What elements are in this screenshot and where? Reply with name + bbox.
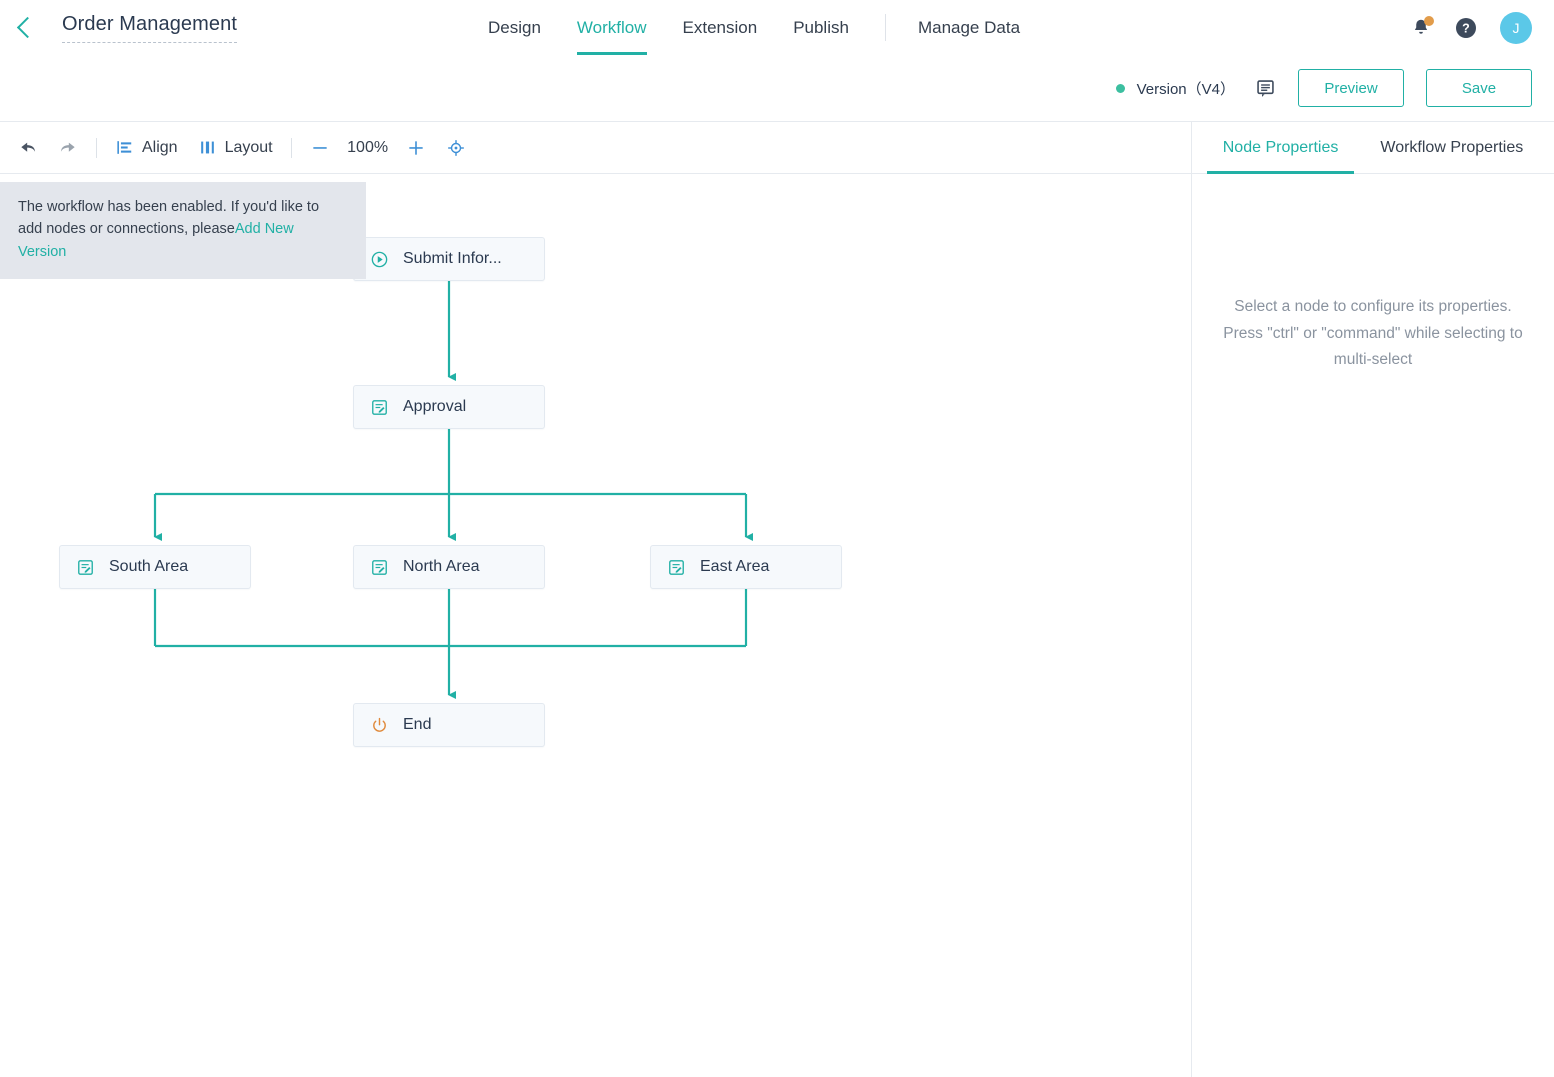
node-label: Approval [403,398,467,415]
crosshair-icon [447,139,464,156]
approval-doc-icon [370,398,389,417]
zoom-level: 100% [347,138,389,156]
align-button[interactable]: Align [105,122,188,174]
layout-button[interactable]: Layout [188,122,283,174]
workflow-enabled-banner: The workflow has been enabled. If you'd … [0,182,366,280]
properties-panel: Node Properties Workflow Properties Sele… [1191,122,1554,1077]
workflow-node-south-area[interactable]: South Area [59,545,251,589]
empty-line-2: Press "ctrl" or "command" while selectin… [1223,324,1523,342]
workflow-node-end[interactable]: End [353,703,545,747]
workflow-node-north-area[interactable]: North Area [353,545,545,589]
add-new-version-link[interactable]: Add New Version [18,221,294,260]
tab-extension[interactable]: Extension [682,17,758,37]
layout-label: Layout [224,138,273,156]
properties-tabs: Node Properties Workflow Properties [1192,122,1554,174]
version-label: Version（V4） [1136,80,1235,98]
play-circle-icon [370,250,389,269]
nav-divider [884,14,886,41]
help-button[interactable]: ? [1454,16,1478,40]
main-nav-tabs: Design Workflow Extension Publish Manage… [470,0,1038,55]
workflow-node-approval[interactable]: Approval [353,385,545,429]
toolbar-divider [96,137,97,158]
approval-doc-icon [667,558,686,577]
tab-publish[interactable]: Publish [793,17,849,37]
tab-workflow[interactable]: Workflow [559,0,665,55]
top-header: Order Management Design Workflow Extensi… [0,0,1554,55]
avatar[interactable]: J [1500,11,1532,44]
zoom-in-button[interactable] [396,122,436,174]
save-button[interactable]: Save [1426,69,1532,107]
notification-button[interactable] [1410,15,1434,39]
approval-doc-icon [76,558,95,577]
tab-manage-data[interactable]: Manage Data [917,17,1021,37]
undo-icon [21,142,36,152]
minus-icon [312,146,327,149]
empty-line-3: multi-select [1333,351,1413,369]
redo-button[interactable] [48,122,88,174]
undo-button[interactable] [8,122,48,174]
properties-empty-state: Select a node to configure its propertie… [1192,294,1554,374]
app-title-wrap: Order Management [62,13,238,43]
node-label: Submit Infor... [403,250,502,267]
workflow-canvas[interactable]: Submit Infor... Approval South Area [0,174,1191,1077]
tab-node-properties[interactable]: Node Properties [1206,122,1355,174]
chevron-left-icon [16,16,39,39]
page-title[interactable]: Order Management [62,13,238,43]
workflow-node-start[interactable]: Submit Infor... [353,237,545,281]
help-circle-icon: ? [1456,17,1476,38]
canvas-toolbar: Align Layout 100% [0,122,1191,174]
plus-icon [408,140,423,155]
back-button[interactable] [0,0,50,55]
empty-line-1: Select a node to configure its propertie… [1234,298,1512,315]
svg-text:?: ? [1462,21,1470,35]
node-label: End [403,716,432,733]
version-indicator: Version（V4） [1115,78,1276,99]
comment-icon [1257,79,1274,97]
approval-doc-icon [370,558,389,577]
node-label: South Area [109,558,189,575]
sub-header: Version（V4） Preview Save [0,55,1554,122]
zoom-out-button[interactable] [300,122,340,174]
layout-columns-icon [200,141,214,154]
node-label: North Area [403,558,480,575]
workflow-node-east-area[interactable]: East Area [650,545,842,589]
header-actions: ? J [1410,0,1532,55]
redo-icon [60,142,75,152]
comment-button[interactable] [1255,78,1276,99]
notification-badge [1424,15,1434,26]
preview-button[interactable]: Preview [1298,69,1404,107]
align-label: Align [142,138,178,156]
workflow-edges [153,281,753,699]
version-status-dot [1115,83,1125,93]
align-left-icon [117,141,132,154]
tab-design[interactable]: Design [488,17,541,37]
locate-button[interactable] [436,122,476,174]
power-icon [370,716,389,735]
banner-text: The workflow has been enabled. If you'd … [18,199,320,238]
tab-workflow-properties[interactable]: Workflow Properties [1380,138,1524,156]
node-label: East Area [700,558,770,575]
toolbar-divider-2 [290,137,292,158]
